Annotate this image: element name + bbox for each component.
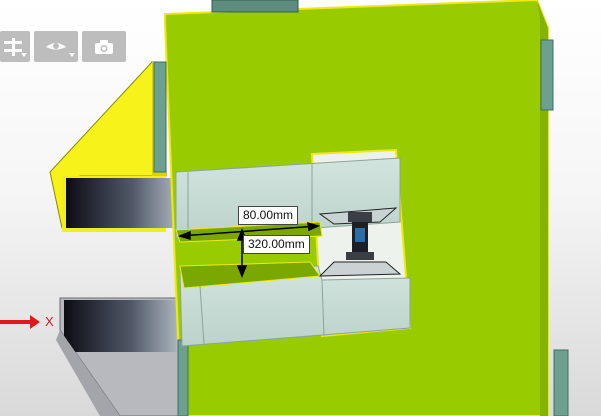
lower-beam	[179, 261, 411, 347]
width-dimension-line	[179, 225, 319, 237]
camera-icon	[95, 39, 113, 54]
lower-bracket	[56, 297, 181, 416]
section-icon	[4, 37, 22, 56]
view-orientation-button[interactable]	[34, 31, 78, 62]
jack-assembly	[318, 207, 402, 277]
x-axis-label: X	[45, 314, 54, 329]
axis-indicator	[0, 315, 40, 329]
dropdown-caret-icon	[69, 53, 75, 57]
dimension-length-label[interactable]: 320.00mm	[243, 235, 310, 254]
dropdown-caret-icon	[21, 53, 27, 57]
section-view-button[interactable]	[0, 31, 30, 62]
side-tabs	[153, 0, 569, 416]
snapshot-button[interactable]	[82, 31, 126, 62]
dimension-width-label[interactable]: 80.00mm	[238, 206, 299, 225]
viewport-toolbar	[0, 31, 126, 62]
eye-icon	[46, 42, 66, 49]
